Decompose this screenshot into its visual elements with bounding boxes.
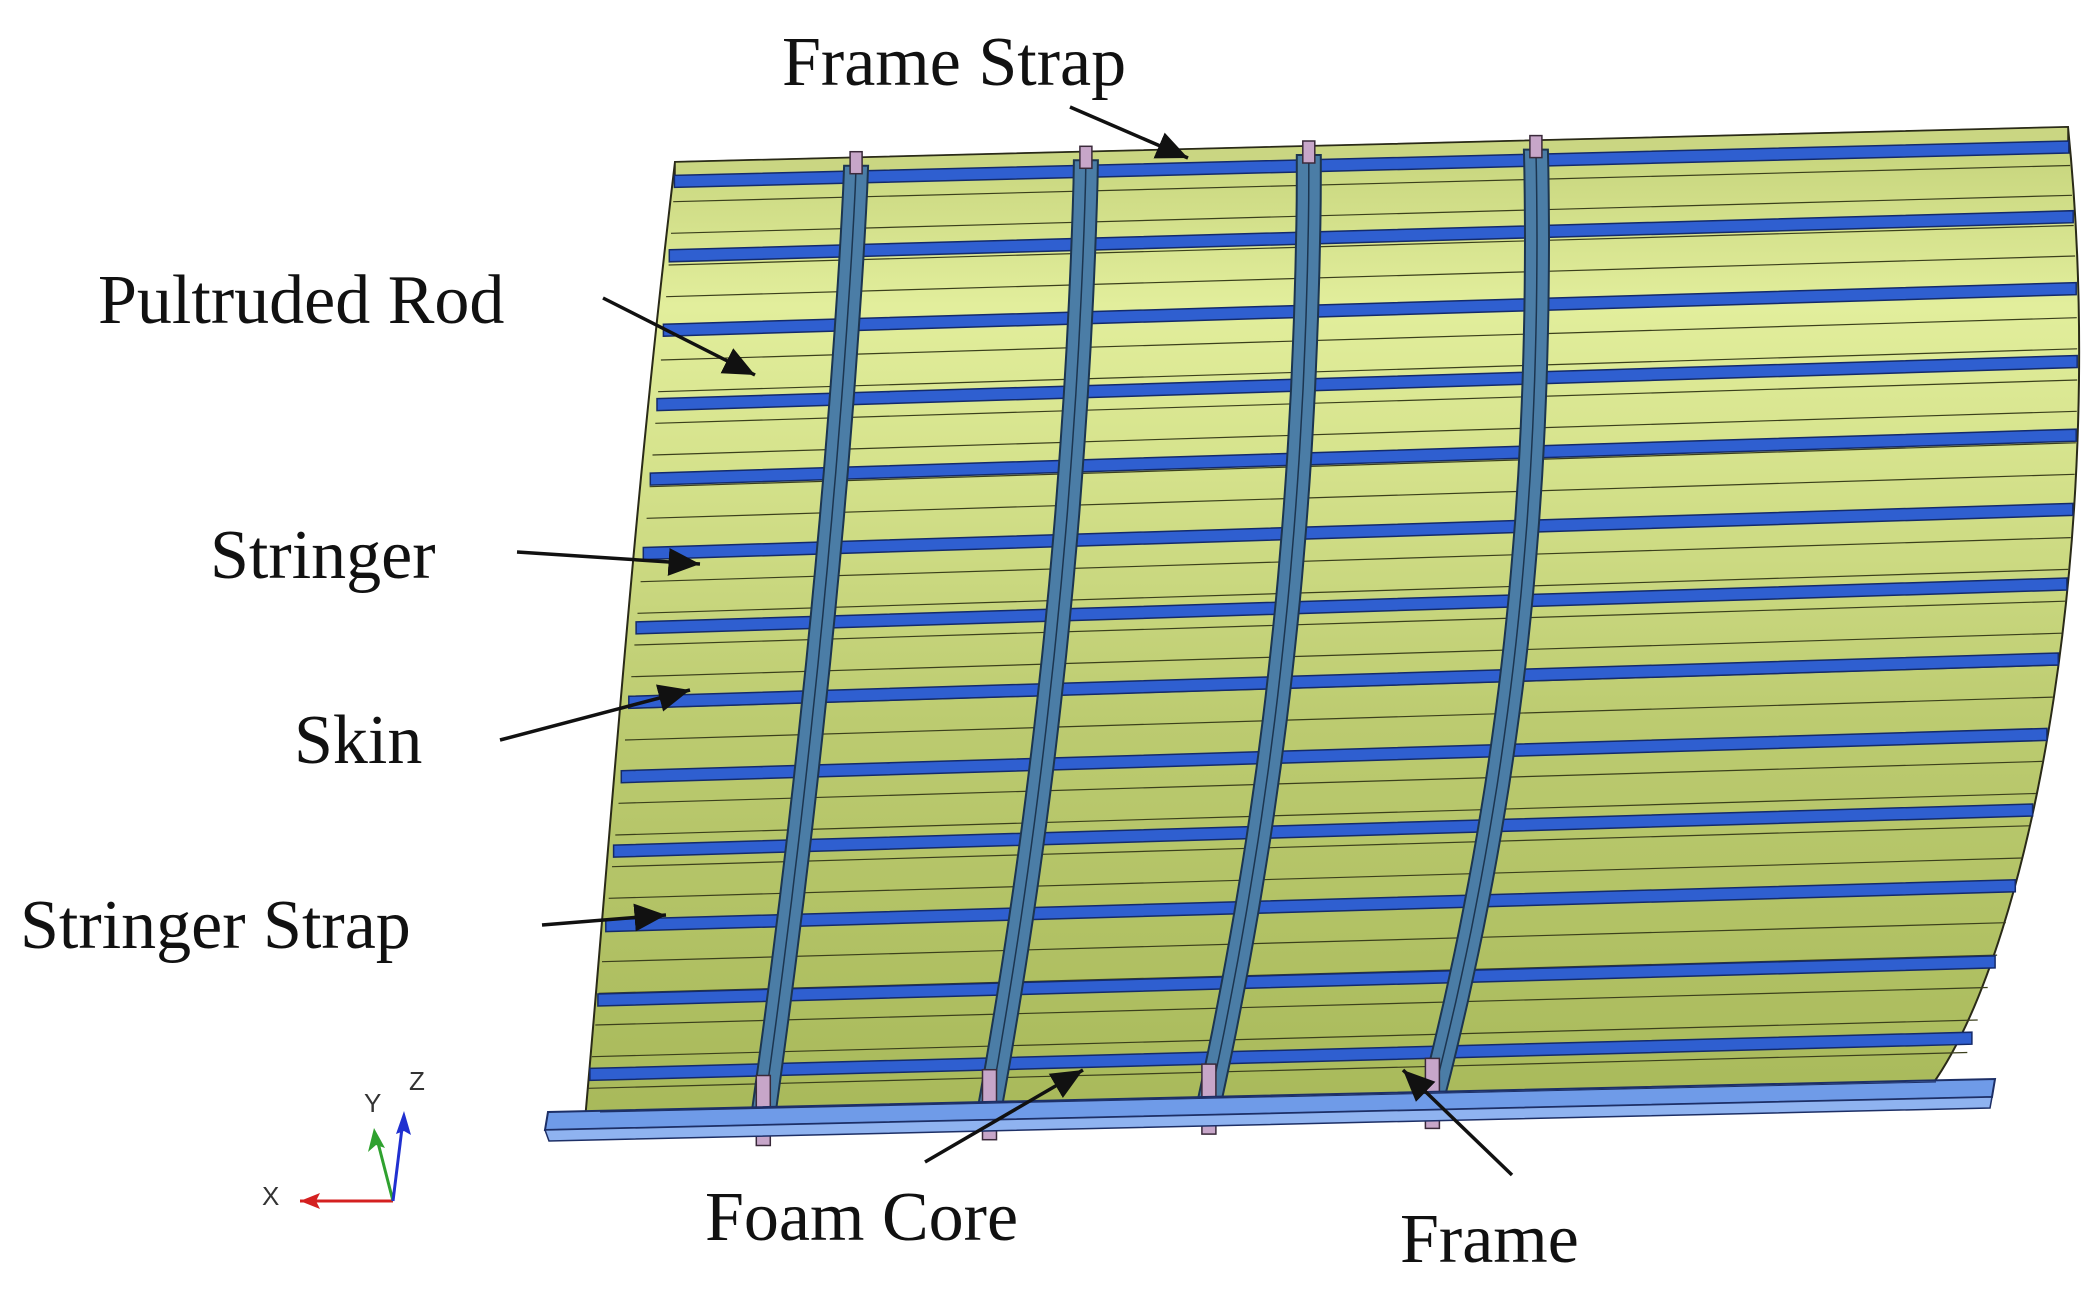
frame-label: Frame bbox=[1400, 1201, 1579, 1278]
stringer-strap-arrow bbox=[541, 903, 667, 932]
stringer-label: Stringer bbox=[210, 517, 436, 594]
skin-ply-line bbox=[615, 792, 2036, 836]
stringer-group bbox=[589, 140, 2078, 1082]
skin-ply-line bbox=[670, 194, 2073, 234]
skin-ply-line bbox=[666, 255, 2076, 298]
skin-ply-line bbox=[655, 379, 2078, 424]
x-axis-arrow-icon bbox=[300, 1193, 320, 1209]
stringer-arrow bbox=[516, 547, 701, 576]
skin-ply-line bbox=[637, 568, 2069, 614]
skin-ply-line bbox=[660, 317, 2077, 361]
stringer bbox=[642, 502, 2074, 561]
y-axis-letter: Y bbox=[364, 1088, 381, 1118]
skin-ply-line bbox=[595, 986, 1988, 1026]
skin-ply-line bbox=[624, 696, 2053, 741]
skin-label: Skin bbox=[294, 702, 422, 779]
foam-core-label: Foam Core bbox=[705, 1179, 1018, 1256]
frame-web-line bbox=[1431, 149, 1538, 1099]
skin-ply-line bbox=[640, 537, 2071, 583]
frame-group bbox=[750, 134, 1551, 1117]
pultruded-rod-arrow bbox=[602, 296, 756, 377]
callout-arrows bbox=[499, 105, 1514, 1177]
skin-ply-line bbox=[649, 442, 2076, 488]
z-axis-arrow-icon bbox=[396, 1111, 411, 1135]
skin-ply-line bbox=[652, 410, 2077, 456]
frame-strap bbox=[1302, 140, 1316, 164]
skin-ply-line bbox=[618, 760, 2043, 804]
stringer bbox=[605, 879, 2017, 933]
frame-strap bbox=[849, 150, 863, 175]
stringer bbox=[620, 727, 2048, 784]
skin-ply-line bbox=[658, 348, 2078, 393]
frame-strap-label: Frame Strap bbox=[782, 24, 1126, 101]
skin-ply-line bbox=[673, 164, 2071, 203]
skin-ply-line bbox=[601, 922, 2006, 963]
foam-core-arrow bbox=[924, 1068, 1084, 1164]
stringer bbox=[662, 281, 2077, 337]
skin-ply-line bbox=[634, 600, 2066, 646]
stringer bbox=[649, 428, 2077, 486]
frame-strap bbox=[1529, 134, 1543, 159]
stringer bbox=[656, 354, 2078, 412]
stringer bbox=[612, 803, 2034, 858]
stringer bbox=[668, 209, 2074, 263]
stringer bbox=[589, 1031, 1973, 1082]
skin-ply-line bbox=[588, 1051, 1968, 1089]
x-axis-letter: X bbox=[262, 1181, 279, 1211]
frame-arrow bbox=[1401, 1068, 1514, 1177]
skin-ply-line bbox=[608, 857, 2023, 899]
pultruded-rod-label: Pultruded Rod bbox=[98, 262, 504, 339]
callout-labels: Frame Strap Pultruded Rod Stringer Skin … bbox=[20, 24, 1579, 1278]
stringer bbox=[597, 955, 1996, 1007]
frame-web-line bbox=[1208, 155, 1310, 1105]
frame-strap bbox=[1079, 145, 1093, 170]
frame-strap-arrow bbox=[1069, 105, 1189, 160]
bottom-flange bbox=[543, 1077, 1997, 1142]
skin-arrow bbox=[499, 684, 691, 742]
coordinate-triad: X Y Z bbox=[262, 1066, 425, 1211]
stringer-strap-label: Stringer Strap bbox=[20, 887, 411, 964]
stringer bbox=[673, 140, 2070, 189]
frame-web-line bbox=[988, 160, 1087, 1110]
skin-ply-line bbox=[668, 224, 2074, 266]
skin-ply-line bbox=[591, 1019, 1978, 1058]
z-axis-letter: Z bbox=[409, 1066, 425, 1096]
skin-ply-line bbox=[646, 473, 2075, 519]
skin-ply-line bbox=[631, 632, 2062, 678]
skin-ply-line bbox=[611, 825, 2030, 868]
frame-web-line bbox=[762, 165, 857, 1116]
stringer bbox=[635, 577, 2068, 635]
y-axis-arrow-icon bbox=[368, 1128, 385, 1152]
